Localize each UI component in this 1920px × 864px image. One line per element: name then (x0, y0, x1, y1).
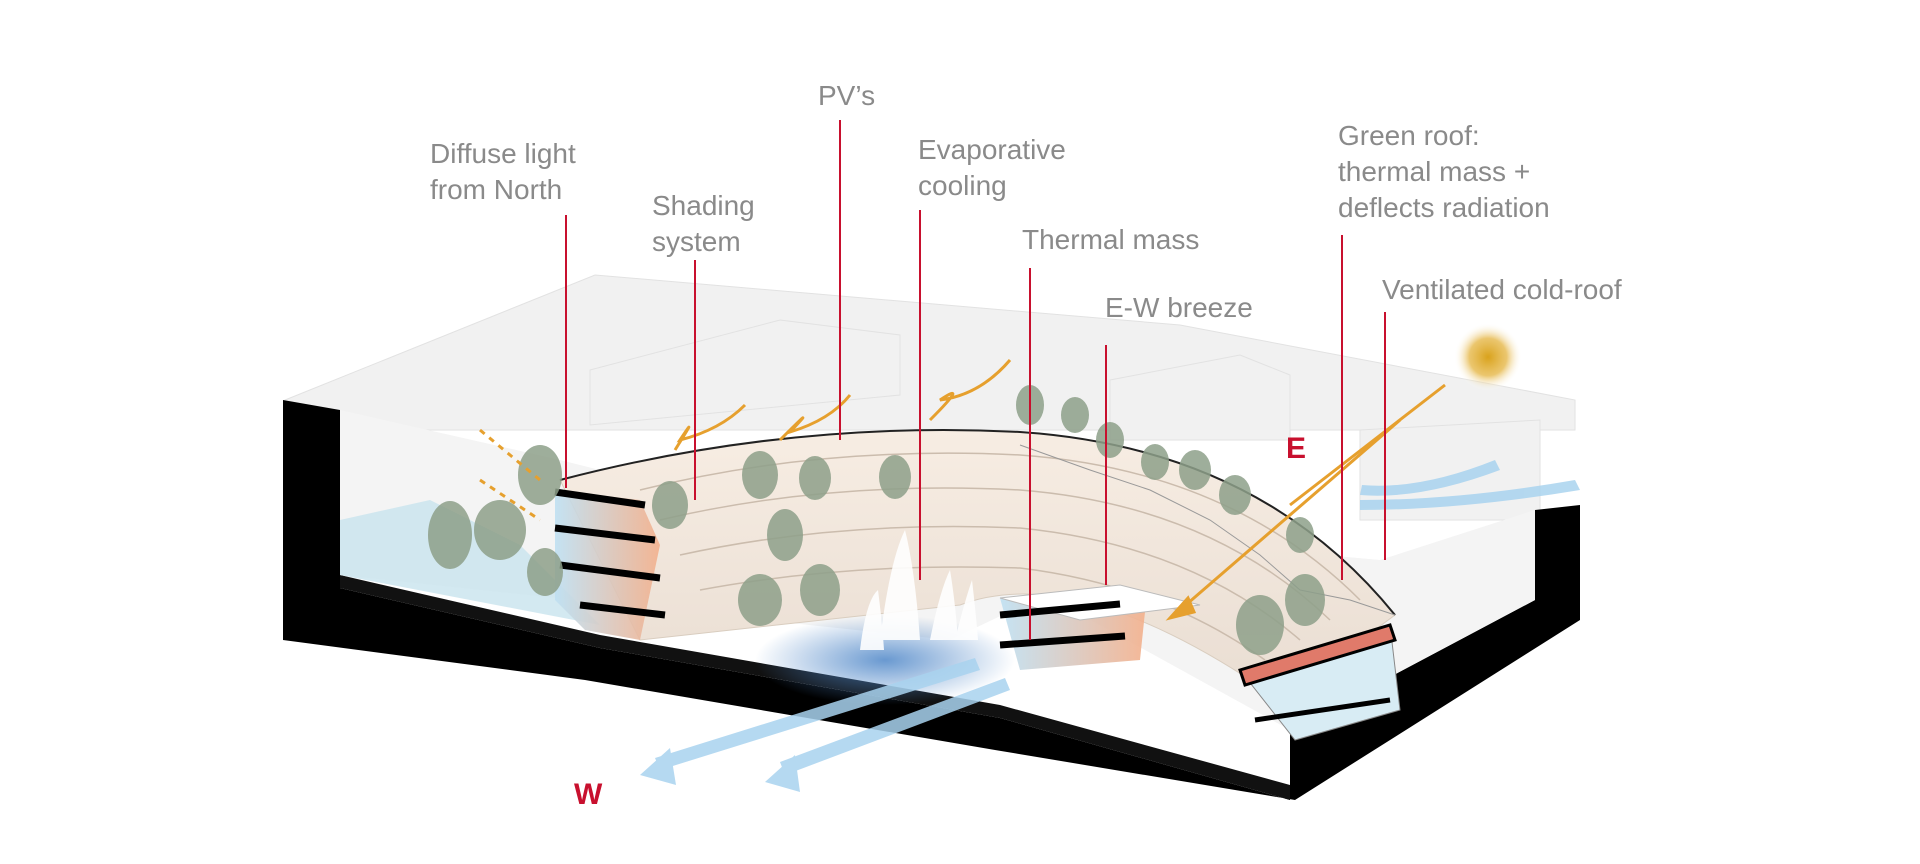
context-buildings (284, 274, 1576, 521)
label-thermal-mass: Thermal mass (1022, 224, 1200, 255)
label-shading-system: Shading system (652, 190, 755, 257)
leader-lines (565, 120, 1386, 640)
site-base (283, 400, 1580, 800)
label-diffuse-light: Diffuse light from North (430, 138, 576, 205)
direction-west: W (574, 778, 603, 811)
label-green-roof: Green roof: thermal mass + deflects radi… (1338, 120, 1550, 223)
solar-rays (479, 359, 1446, 621)
fountain (860, 530, 978, 650)
direction-east: E (1286, 432, 1307, 465)
label-evaporative-cooling: Evaporative cooling (918, 134, 1066, 201)
label-cold-roof: Ventilated cold-roof (1382, 274, 1622, 305)
right-building (1238, 623, 1401, 741)
central-building (999, 584, 1201, 670)
left-building (554, 488, 666, 640)
label-pv: PV’s (818, 80, 876, 111)
breeze-arrows (640, 460, 1580, 792)
trees (428, 385, 1325, 655)
sun-icon (1454, 323, 1522, 391)
wind-arrow-icon (1360, 460, 1500, 496)
label-ew-breeze: E-W breeze (1105, 292, 1253, 323)
